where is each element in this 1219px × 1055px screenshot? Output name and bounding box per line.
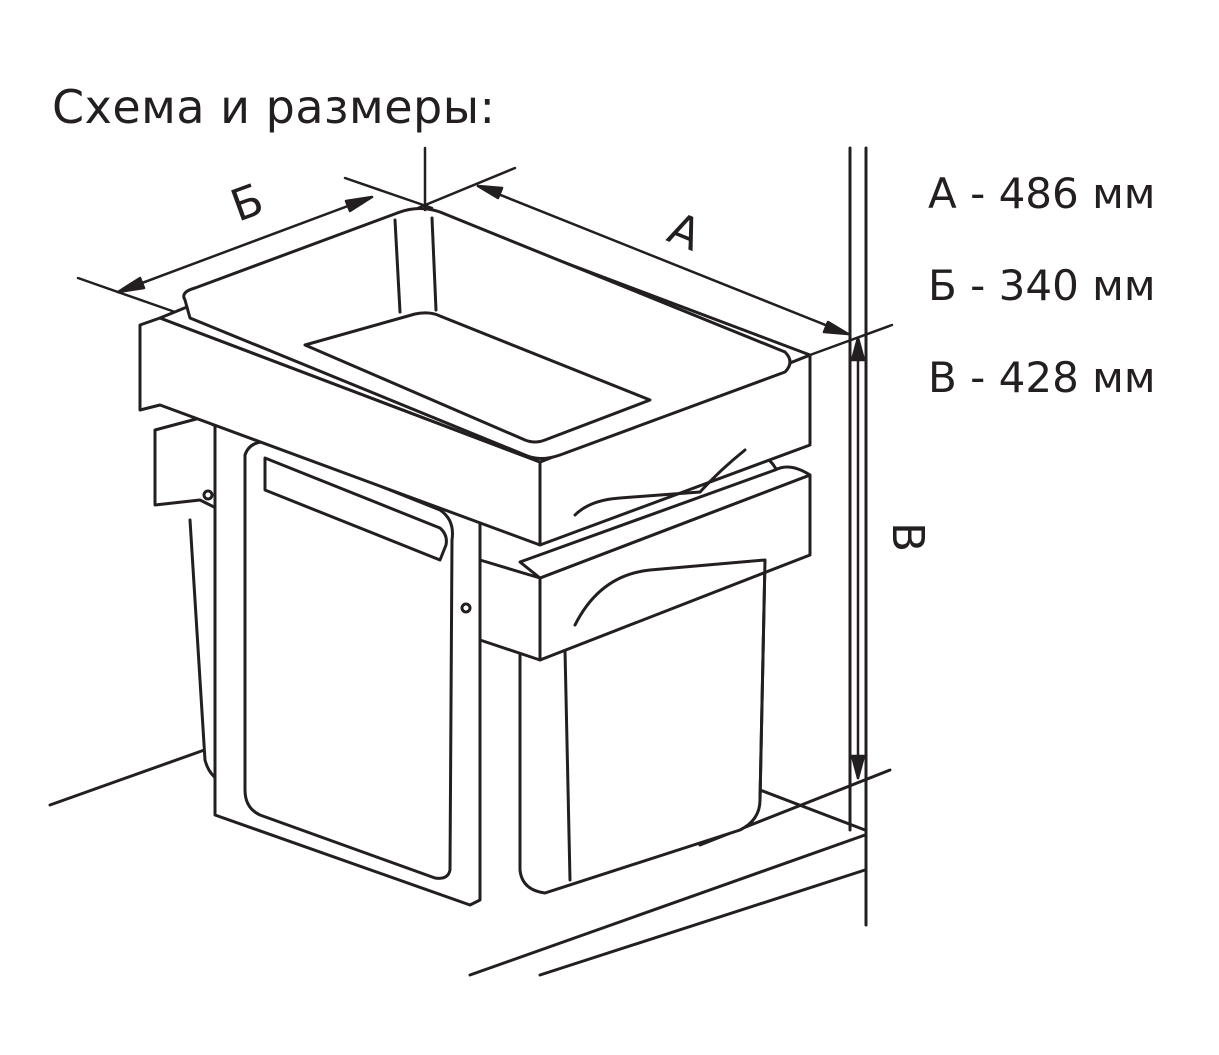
dimension-b: Б - 340 мм [928, 261, 1156, 310]
label-b: Б [224, 174, 270, 232]
pull-frame [198, 363, 482, 907]
label-a: А [661, 203, 708, 262]
upper-rail-and-tray [138, 207, 812, 547]
dimension-v: В - 428 мм [928, 353, 1156, 402]
dimensions-legend: А - 486 мм Б - 340 мм В - 428 мм [928, 148, 1156, 424]
label-v: В [882, 522, 933, 552]
page-title: Схема и размеры: [52, 80, 496, 134]
dimension-a: А - 486 мм [928, 169, 1156, 218]
dimension-lines [76, 146, 894, 780]
